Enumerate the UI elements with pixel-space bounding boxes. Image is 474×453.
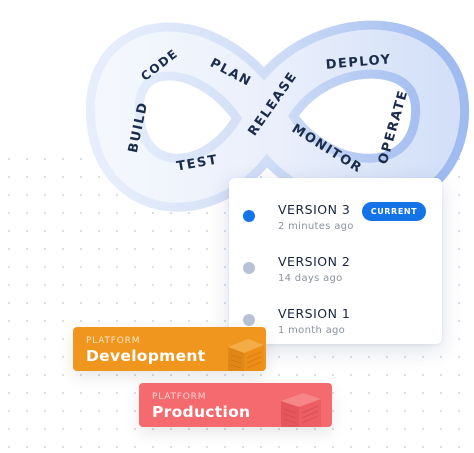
building-icon bbox=[228, 339, 264, 371]
version-time: 14 days ago bbox=[278, 273, 343, 284]
platform-card-production[interactable]: PLATFORM Production bbox=[139, 383, 332, 427]
version-name: VERSION 1 bbox=[278, 306, 351, 321]
current-badge: CURRENT bbox=[362, 202, 426, 221]
version-row[interactable]: VERSION 2 14 days ago bbox=[229, 252, 442, 292]
devops-infinity-loop: CODE PLAN BUILD TEST RELEASE DEPLOY OPER… bbox=[85, 20, 470, 212]
platform-card-development[interactable]: PLATFORM Development bbox=[73, 327, 266, 371]
version-history-card: VERSION 3 2 minutes ago CURRENT VERSION … bbox=[229, 178, 442, 344]
infinity-loop-inner-shade bbox=[94, 29, 461, 203]
version-name: VERSION 2 bbox=[278, 254, 351, 269]
version-status-dot bbox=[243, 314, 255, 326]
version-status-dot bbox=[243, 262, 255, 274]
loop-label-test: TEST bbox=[175, 153, 219, 175]
version-row[interactable]: VERSION 3 2 minutes ago CURRENT bbox=[229, 200, 442, 240]
platform-eyebrow: PLATFORM bbox=[86, 336, 141, 346]
platform-eyebrow: PLATFORM bbox=[152, 392, 207, 402]
building-icon bbox=[281, 393, 321, 427]
version-time: 2 minutes ago bbox=[278, 221, 354, 232]
loop-label-deploy: DEPLOY bbox=[325, 52, 392, 73]
version-status-dot bbox=[243, 210, 255, 222]
platform-name: Production bbox=[152, 403, 251, 421]
version-name: VERSION 3 bbox=[278, 202, 351, 217]
version-row[interactable]: VERSION 1 1 month ago bbox=[229, 304, 442, 344]
version-time: 1 month ago bbox=[278, 325, 346, 336]
platform-name: Development bbox=[86, 347, 206, 365]
